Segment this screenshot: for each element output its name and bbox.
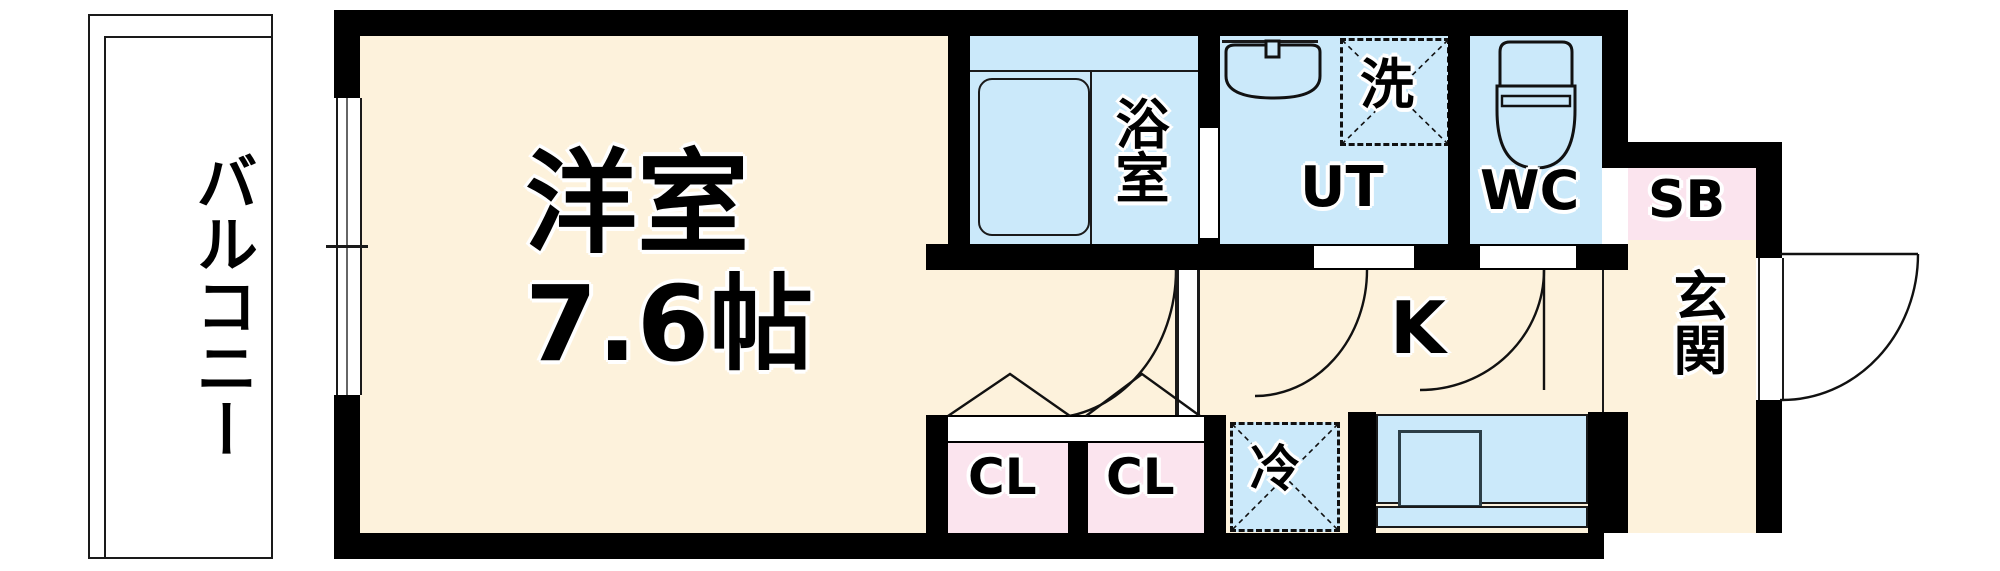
corridor-door-slot[interactable] — [1179, 270, 1197, 417]
closet-left-floor — [948, 443, 1068, 533]
entrance-floor — [1628, 240, 1756, 533]
closet-divider — [1068, 443, 1088, 533]
corridor-floor — [948, 270, 1198, 415]
wall-bath-left — [948, 10, 970, 266]
kitchen-sink-icon — [1398, 430, 1482, 508]
wc-door-swing-icon — [1419, 269, 1546, 392]
bath-label: 浴室 — [1106, 96, 1169, 204]
wall-wc-right — [1602, 10, 1628, 142]
wall-left-upper — [334, 10, 360, 98]
wall-sb-top — [1602, 142, 1782, 168]
closet-right-label: CL — [1106, 448, 1175, 506]
wall-closet-right-side — [1204, 415, 1226, 533]
toilet-icon — [1495, 40, 1577, 170]
bath-divider-vertical — [1090, 70, 1092, 244]
wall-entrance-right-lower — [1756, 400, 1782, 533]
washing-machine-cross — [1341, 39, 1449, 145]
closet-door-track — [948, 417, 1204, 441]
washer-label: 洗 — [1360, 53, 1414, 116]
bath-deck-edge — [970, 70, 1198, 72]
wall-entrance-right-upper — [1756, 240, 1782, 258]
corridor-partition-line — [1176, 270, 1179, 417]
wall-kitchen-counter-right — [1588, 412, 1628, 533]
shoebox-floor — [1628, 168, 1756, 240]
shoebox-label: SB — [1648, 170, 1726, 230]
main-room-size-label: 7.6帖 — [525, 263, 814, 385]
vanity-sink-icon — [1224, 39, 1322, 100]
wc-door-slot[interactable] — [1480, 246, 1576, 268]
kitchen-label: K — [1390, 286, 1446, 370]
wall-closet-left-side — [926, 415, 948, 533]
wall-left-lower — [334, 395, 360, 559]
kitchen-right-edge-line — [1602, 270, 1604, 420]
closet-folding-door-left-icon — [947, 372, 1071, 417]
utility-door-swing-icon — [1254, 269, 1369, 398]
bathtub-icon — [978, 78, 1090, 236]
main-room-label: 洋室 — [525, 139, 749, 269]
entrance-label: 玄関 — [1664, 268, 1727, 376]
closet-left-label: CL — [968, 448, 1037, 506]
refrigerator-cross — [1231, 423, 1339, 531]
kitchen-counter-front-edge — [1376, 506, 1588, 528]
wall-bottom-main — [334, 533, 1604, 559]
wc-label: WC — [1480, 159, 1580, 222]
bath-door-slot[interactable] — [1200, 128, 1218, 238]
closet-right-floor — [1088, 443, 1204, 533]
balcony-label: バルコニー — [185, 150, 258, 460]
room-door-leaf-line — [1175, 270, 1177, 418]
wall-kitchen-counter-left — [1348, 412, 1376, 533]
utility-label: UT — [1300, 155, 1384, 220]
corridor-partition-line2 — [1197, 270, 1200, 417]
fridge-label: 冷 — [1250, 440, 1300, 498]
balcony-inner-outline — [104, 36, 273, 559]
utility-door-slot[interactable] — [1314, 246, 1414, 268]
wall-sb-right — [1756, 142, 1782, 240]
main-room-floor — [338, 36, 948, 546]
wall-wc-left — [1448, 10, 1470, 266]
closet-folding-door-right-icon — [1085, 372, 1201, 417]
entrance-door-swing-icon — [1780, 252, 1920, 402]
entrance-door-leaf[interactable] — [1758, 258, 1784, 400]
sliding-window-center-mark — [326, 245, 368, 248]
